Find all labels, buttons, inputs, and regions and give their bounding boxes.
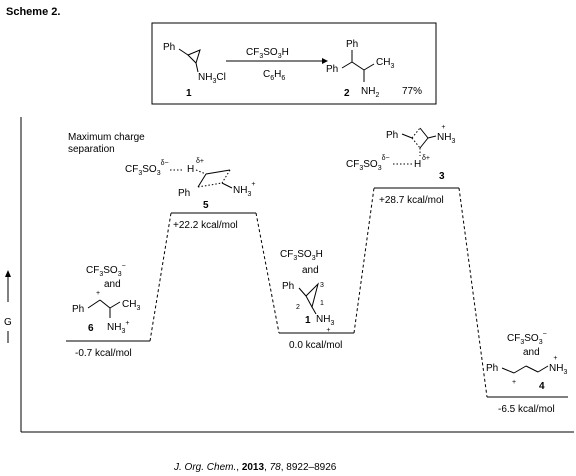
product-amine: NH2 [361,86,379,99]
ph-3: Ph [386,130,398,141]
product-ph-top: Ph [346,39,358,50]
product-number: 2 [344,88,350,99]
anion-5: CF3SO3δ− [125,160,169,177]
connector-3-4 [458,187,488,398]
energy-label-6: -0.7 kcal/mol [75,348,132,359]
connector-1-3 [353,187,375,334]
reaction-arrow: CF3SO3H C6H6 [226,47,328,82]
energy-label-1: 0.0 kcal/mol [289,340,342,351]
and-4: and [523,347,540,358]
ph-4: Ph [486,363,498,374]
plus-6: + [96,290,100,297]
plus-4: + [512,379,516,386]
citation: J. Org. Chem., 2013, 78, 8922–8926 [173,462,337,473]
ph-1: Ph [282,281,294,292]
ph-5: Ph [178,188,190,199]
hydrogen-3: H [414,159,421,170]
ring-label-3: 3 [320,282,324,289]
number-6: 6 [88,323,94,334]
product-2: Ph Ph CH3 NH2 2 77% [326,39,422,99]
structure-6: CF3SO3− and + Ph CH3 NH3+ 6 [72,263,140,335]
reagent-acid: CF3SO3H [246,47,289,60]
structure-5: Maximum charge separation CF3SO3δ− H δ+ … [68,132,255,211]
hydrogen-5: H [187,164,194,175]
reaction-box: Ph NH3Cl 1 CF3SO3H C6H6 Ph Ph CH3 NH2 2 [151,22,437,105]
number-1: 1 [305,315,311,326]
connector-5-1 [255,212,280,334]
structure-1: CF3SO3H and Ph 3 2 1 NH3+ 1 [280,249,334,334]
connector-6-5 [149,212,172,342]
ring-label-1: 1 [320,300,324,307]
number-4: 4 [539,381,545,392]
anion-4: CF3SO3− [507,331,547,346]
ph-6: Ph [72,304,84,315]
reaction-yield: 77% [402,86,422,97]
reactant-amine-label: NH3Cl [198,72,226,85]
number-5: 5 [203,200,209,211]
ammonium-4: NH3+ [549,355,567,376]
cyclopropane-ring-1 [305,282,319,309]
structure-4: CF3SO3− and Ph + NH3+ 4 [486,331,567,392]
hydrogen-charge-5: δ+ [196,158,204,165]
energy-diagram: G -0.7 kcal/mol +22.2 kcal/mol 0.0 kcal/… [4,117,574,433]
product-methyl: CH3 [376,57,394,70]
axis-label-g: G [4,317,12,328]
ring-label-2: 2 [296,304,300,311]
reaction-frame [151,22,437,105]
cyclopropane-ring [187,49,201,64]
energy-label-4: -6.5 kcal/mol [498,404,555,415]
acid-1: CF3SO3H [280,249,323,262]
ammonium-5: NH3+ [233,181,255,198]
anion-3: CF3SO3δ− [346,155,390,172]
ammonium-3: NH3+ [437,124,455,145]
reactant-number: 1 [186,88,192,99]
reactant-ph-label: Ph [163,42,175,53]
anion-6: CF3SO3− [86,263,126,278]
ammonium-1: NH3+ [316,314,334,334]
product-ph-left: Ph [326,64,338,75]
scheme-title: Scheme 2. [6,6,60,18]
caption-5-line2: separation [68,144,115,155]
hydrogen-charge-3: δ+ [422,155,430,162]
and-6: and [104,279,121,290]
and-1: and [302,265,319,276]
reactant-1: Ph NH3Cl 1 [163,42,226,99]
caption-5-line1: Maximum charge [68,132,145,143]
energy-label-5: +22.2 kcal/mol [173,220,238,231]
reagent-solvent: C6H6 [263,69,285,82]
ammonium-6: NH3+ [107,320,129,335]
structure-3: Ph NH3+ CF3SO3δ− H δ+ 3 [346,124,455,182]
energy-label-3: +28.7 kcal/mol [379,195,444,206]
number-3: 3 [439,171,445,182]
methyl-6: CH3 [122,299,140,312]
